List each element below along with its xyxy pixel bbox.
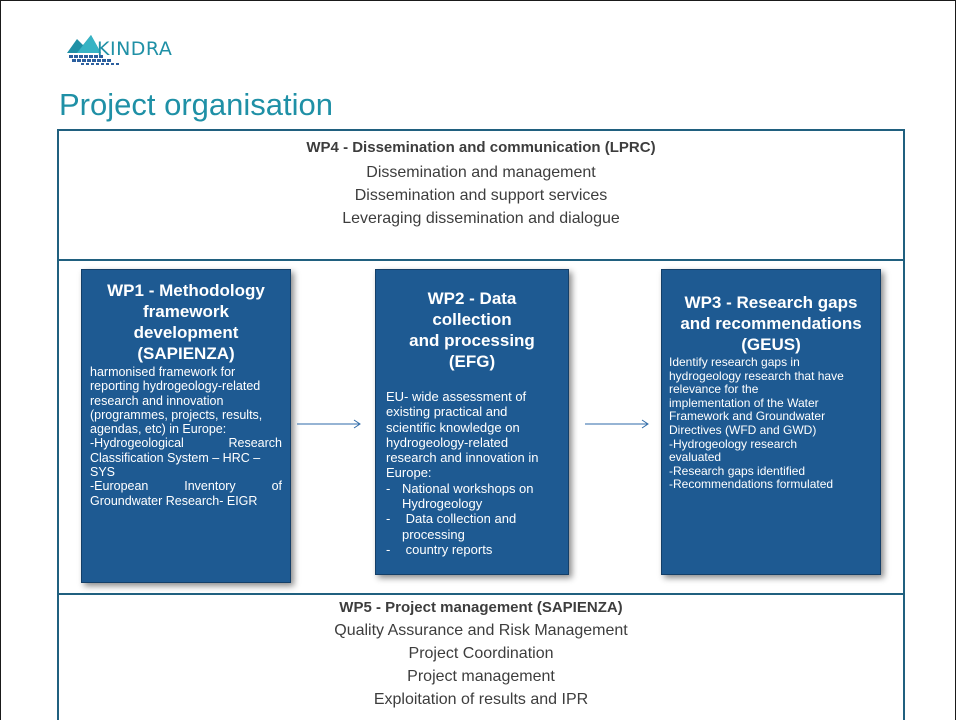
wp2-description: EU- wide assessment of existing practica… <box>386 389 558 557</box>
wp1-description: harmonised framework for reporting hydro… <box>90 365 282 508</box>
wp3-description: Identify research gaps in hydrogeology r… <box>669 355 844 492</box>
page-title: Project organisation <box>59 87 333 122</box>
wp5-task: Exploitation of results and IPR <box>373 691 589 708</box>
wp1-box: WP1 - Methodology framework development … <box>81 269 291 583</box>
wp5-task: Project Coordination <box>408 645 554 662</box>
kindra-logo-icon <box>67 35 119 65</box>
wp4-heading: WP4 - Dissemination and communication (L… <box>306 139 656 156</box>
wp4-section: WP4 - Dissemination and communication (L… <box>59 137 903 230</box>
wp4-task: Dissemination and support services <box>354 187 608 204</box>
section-divider <box>59 593 903 595</box>
organisation-frame <box>57 129 905 720</box>
wp5-task: Project management <box>407 668 555 685</box>
wp5-section: WP5 - Project management (SAPIENZA) Qual… <box>59 597 903 711</box>
wp4-task: Leveraging dissemination and dialogue <box>342 210 620 227</box>
arrow-right-icon <box>297 419 361 429</box>
arrow-right-icon <box>585 419 649 429</box>
wp3-heading: WP3 - Research gaps and recommendations … <box>680 293 862 354</box>
wp1-heading: WP1 - Methodology framework development … <box>107 281 265 363</box>
wp2-bullet: - country reports <box>386 541 493 557</box>
wp2-box: WP2 - Data collection and processing (EF… <box>375 269 569 575</box>
wp2-heading: WP2 - Data collection and processing (EF… <box>409 289 535 371</box>
wp3-box: WP3 - Research gaps and recommendations … <box>661 269 881 575</box>
wp4-task: Dissemination and management <box>366 164 596 181</box>
section-divider <box>59 259 903 261</box>
logo-text: KINDRA <box>97 38 173 60</box>
wp5-heading: WP5 - Project management (SAPIENZA) <box>339 599 623 616</box>
wp5-task: Quality Assurance and Risk Management <box>334 622 628 639</box>
